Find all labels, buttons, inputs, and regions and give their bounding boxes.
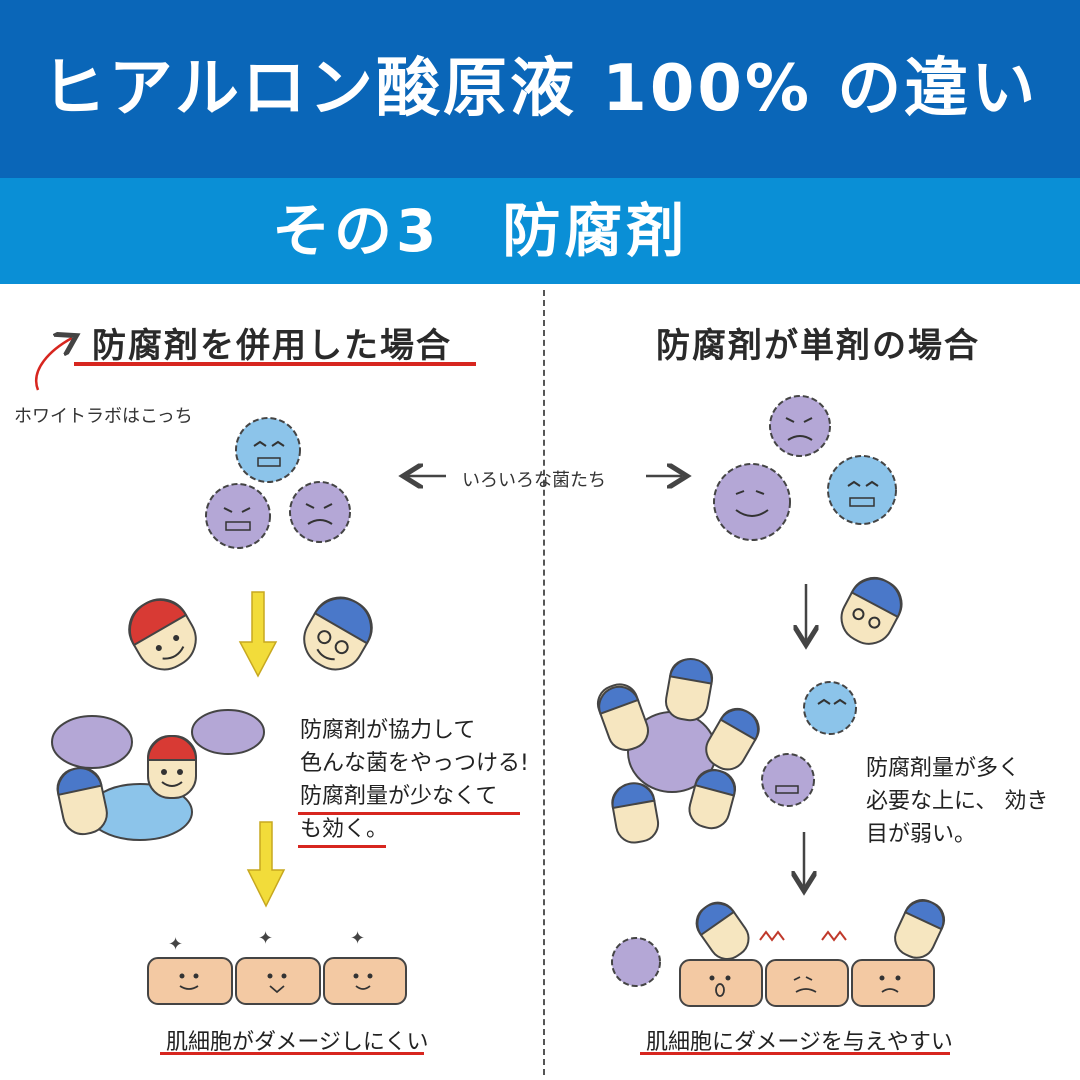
- germs-label: いろいろな菌たち: [462, 470, 606, 491]
- left-heading-underline: [74, 362, 476, 366]
- germ-purple-left-1: [205, 483, 271, 549]
- pointer-note: ホワイトラボはこっち: [14, 406, 193, 427]
- left-note-underline-2: [298, 845, 386, 848]
- right-note-line-1: 防腐剤量が多く: [866, 756, 1021, 781]
- capsule-blue-character: [303, 596, 373, 671]
- yellow-arrow-1: [238, 591, 278, 678]
- left-caption: 肌細胞がダメージしにくい: [166, 1030, 429, 1055]
- battle-scene-left: [51, 709, 265, 841]
- right-note-line-3: 目が弱い。: [866, 822, 977, 847]
- right-note-line-2: 必要な上に、 効き: [866, 789, 1049, 814]
- svg-text:✦: ✦: [168, 934, 183, 955]
- germ-purple-right-big: [713, 463, 791, 541]
- title-banner: ヒアルロン酸原液 100% の違い: [0, 0, 1080, 178]
- germ-purple-right-small: [761, 753, 815, 807]
- page-title: ヒアルロン酸原液 100% の違い: [41, 52, 1039, 126]
- capsule-red-character: [128, 598, 197, 671]
- germ-blue-right-small: [803, 681, 857, 735]
- right-heading: 防腐剤が単剤の場合: [656, 326, 980, 366]
- left-note-line-2: 色んな菌をやっつける!: [300, 751, 529, 776]
- left-note-underline-1: [298, 812, 520, 815]
- germ-purple-left-2: [289, 481, 351, 543]
- left-heading: 防腐剤を併用した場合: [92, 326, 452, 366]
- skin-cells-right: [611, 899, 946, 1007]
- germ-blue-right: [827, 455, 897, 525]
- left-note: 防腐剤が協力して 色んな菌をやっつける! 防腐剤量が少なくて も効く。: [300, 714, 529, 846]
- pointer-arrow: [35, 338, 72, 391]
- germ-blue-left: [235, 417, 301, 483]
- skin-cells-left: ✦ ✦ ✦: [147, 928, 407, 1005]
- page-subtitle: その3 防腐剤: [272, 197, 689, 265]
- right-note: 防腐剤量が多く 必要な上に、 効き 目が弱い。: [866, 752, 1048, 851]
- svg-text:✦: ✦: [350, 928, 365, 949]
- right-caption-underline: [640, 1052, 950, 1055]
- column-divider: [543, 290, 545, 1075]
- right-caption: 肌細胞にダメージを与えやすい: [646, 1030, 953, 1055]
- subtitle-banner: その3 防腐剤: [0, 178, 1080, 284]
- yellow-arrow-2: [246, 821, 286, 908]
- left-note-line-1: 防腐剤が協力して: [300, 718, 476, 743]
- svg-text:✦: ✦: [258, 928, 273, 949]
- capsule-cluster-right: [596, 657, 760, 844]
- left-note-line-3: 防腐剤量が少なくて: [300, 784, 498, 809]
- left-note-line-4: も効く。: [300, 817, 389, 842]
- germ-purple-right-top: [769, 395, 831, 457]
- left-caption-underline: [160, 1052, 424, 1055]
- capsule-blue-right-character: [840, 576, 903, 645]
